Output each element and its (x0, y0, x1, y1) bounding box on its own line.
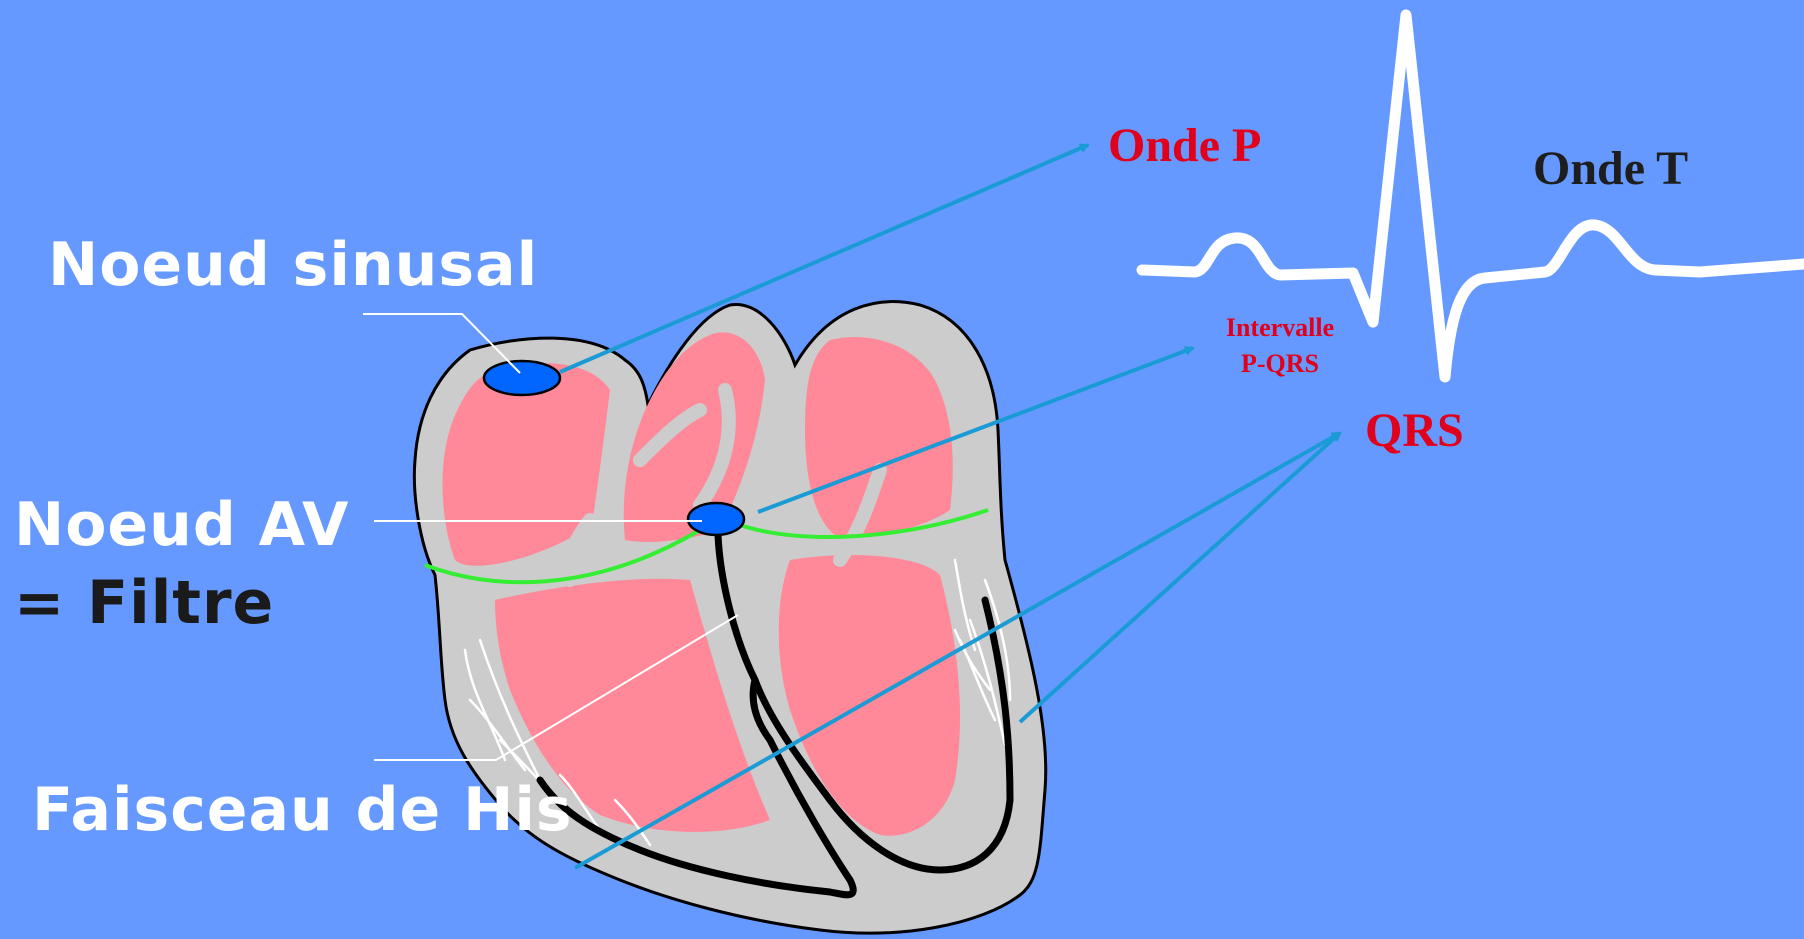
faisceau-de-his-label: Faisceau de His (32, 775, 573, 845)
noeud-av-label: Noeud AV (14, 490, 349, 560)
sinus-node (484, 361, 560, 395)
onde-t-label: Onde T (1533, 141, 1688, 196)
av-node (688, 503, 744, 535)
p-qrs-text: P-QRS (1200, 346, 1360, 382)
noeud-sinusal-label: Noeud sinusal (48, 230, 538, 300)
filtre-label: = Filtre (14, 568, 274, 638)
onde-p-label: Onde P (1108, 118, 1261, 173)
intervalle-text: Intervalle (1200, 310, 1360, 346)
qrs-label: QRS (1365, 403, 1464, 458)
intervalle-label: Intervalle P-QRS (1200, 310, 1360, 382)
